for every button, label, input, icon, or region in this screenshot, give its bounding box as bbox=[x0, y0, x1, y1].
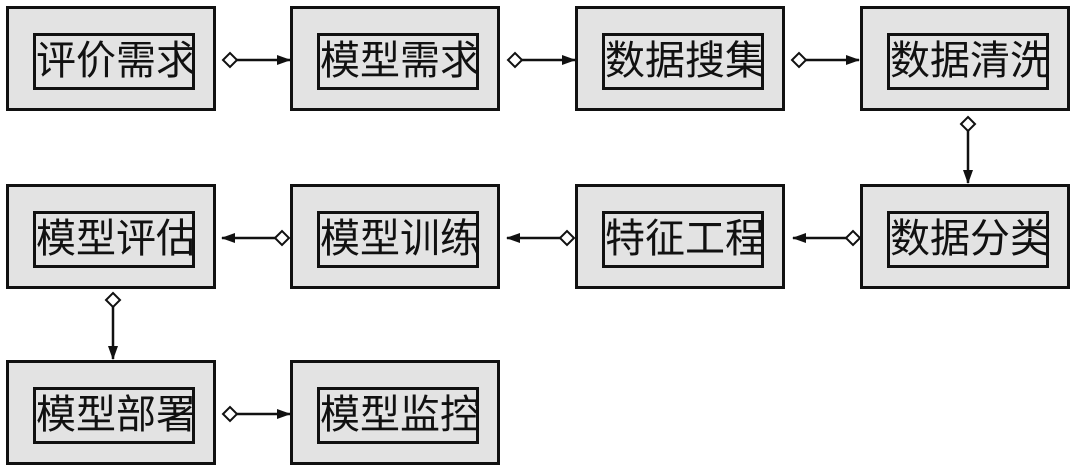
connector-diamond-icon bbox=[104, 291, 122, 309]
connector-n3-n4 bbox=[790, 51, 860, 69]
node-model-monitoring: 模型监控 bbox=[290, 360, 500, 465]
node-label: 模型监控 bbox=[317, 387, 479, 444]
node-label: 数据清洗 bbox=[887, 33, 1049, 90]
node-data-cleaning: 数据清洗 bbox=[860, 6, 1070, 111]
connector-diamond-icon bbox=[506, 51, 524, 69]
node-label: 模型训练 bbox=[317, 211, 479, 268]
node-model-deployment: 模型部署 bbox=[6, 360, 216, 465]
node-model-evaluation: 模型评估 bbox=[6, 184, 216, 289]
connector-diamond-icon bbox=[221, 51, 239, 69]
connector-diamond-icon bbox=[844, 229, 862, 247]
node-label: 评价需求 bbox=[33, 33, 195, 90]
node-data-collection: 数据搜集 bbox=[575, 6, 785, 111]
node-label: 特征工程 bbox=[602, 211, 764, 268]
node-label: 数据分类 bbox=[887, 211, 1049, 268]
node-label: 模型评估 bbox=[33, 211, 195, 268]
connector-n8-n9 bbox=[104, 291, 122, 360]
connector-n2-n3 bbox=[506, 51, 576, 69]
connector-n9-n10 bbox=[221, 405, 291, 423]
node-feature-engineering: 特征工程 bbox=[575, 184, 785, 289]
connector-diamond-icon bbox=[558, 229, 576, 247]
connector-diamond-icon bbox=[273, 229, 291, 247]
connector-n7-n8 bbox=[221, 229, 291, 247]
connector-n5-n6 bbox=[792, 229, 862, 247]
connector-n6-n7 bbox=[506, 229, 576, 247]
node-label: 模型部署 bbox=[33, 387, 195, 444]
node-label: 数据搜集 bbox=[602, 33, 764, 90]
connector-n4-n5 bbox=[959, 115, 977, 184]
connector-diamond-icon bbox=[790, 51, 808, 69]
connector-diamond-icon bbox=[959, 115, 977, 133]
node-model-requirement: 模型需求 bbox=[290, 6, 500, 111]
node-label: 模型需求 bbox=[317, 33, 479, 90]
node-evaluation-requirement: 评价需求 bbox=[6, 6, 216, 111]
node-data-classification: 数据分类 bbox=[860, 184, 1070, 289]
connector-n1-n2 bbox=[221, 51, 291, 69]
connector-diamond-icon bbox=[221, 405, 239, 423]
node-model-training: 模型训练 bbox=[290, 184, 500, 289]
